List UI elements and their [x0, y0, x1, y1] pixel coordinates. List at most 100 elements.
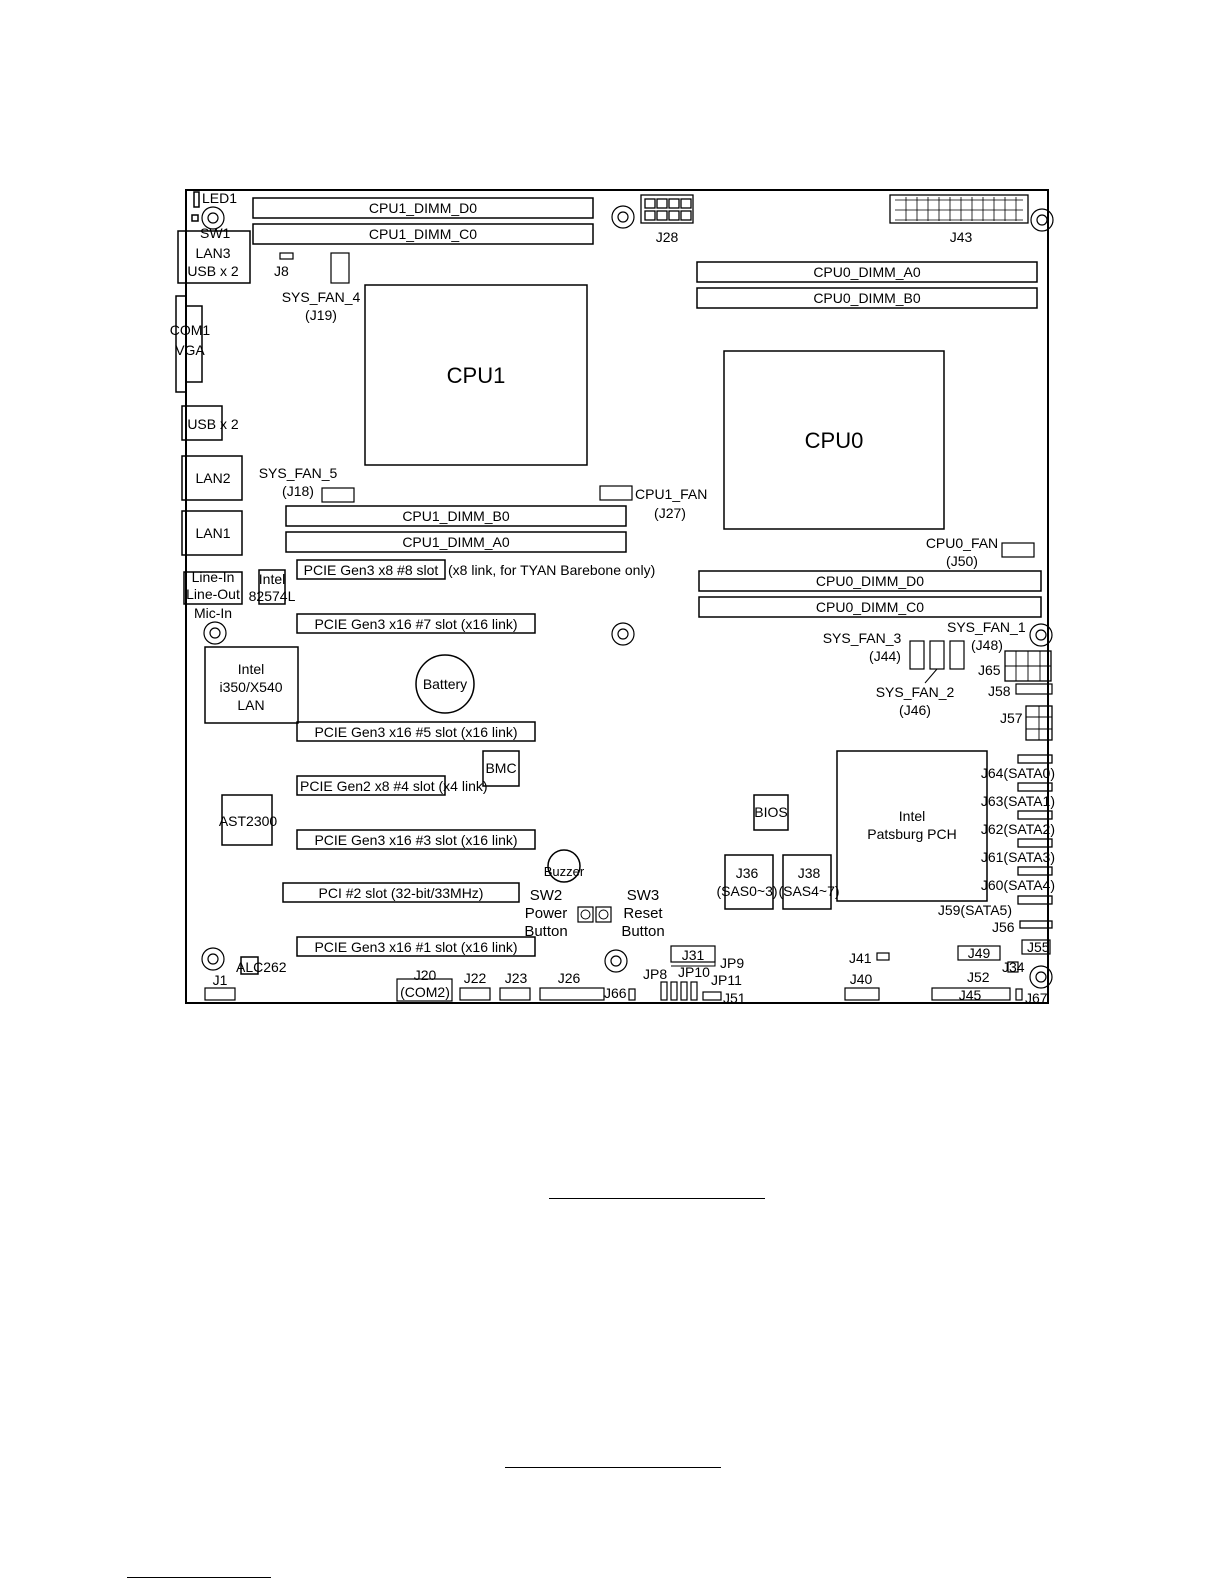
sys-fan-5-header [321, 487, 355, 503]
j1-label: J1 [213, 972, 228, 988]
j55-header [1021, 939, 1051, 955]
cpu0-fan-header [1001, 542, 1035, 558]
pcie-slot-8-box [296, 559, 446, 580]
sata0-label: J64(SATA0) [981, 765, 1055, 781]
bmc-label: BMC [485, 760, 516, 776]
sw1-label: SW1 [200, 225, 231, 241]
cpu1-fan-header [599, 485, 633, 501]
j1-header [204, 987, 236, 1001]
ast2300-label: AST2300 [219, 813, 278, 829]
sata2-label: J62(SATA2) [981, 821, 1055, 837]
j65-power-connector [1004, 650, 1052, 682]
cpu0-socket [723, 350, 945, 530]
j52-label: J52 [967, 969, 990, 985]
sys-fan-4-label: SYS_FAN_4 [282, 289, 361, 305]
pcie-slot-5-box [296, 721, 536, 742]
underline-rule-1 [549, 1198, 765, 1199]
pch-label-2: Patsburg PCH [867, 826, 956, 842]
j36-sas-label: (SAS0~3) [716, 883, 777, 899]
j51-label: J51 [723, 990, 746, 1006]
j43-label: J43 [950, 229, 973, 245]
intel-82574l-label-1: Intel [259, 571, 285, 587]
alc262-label: ALC262 [236, 959, 287, 975]
j31-header [670, 945, 716, 963]
cpu0-dimm-c0-label: CPU0_DIMM_C0 [816, 599, 924, 615]
lan1-port [181, 510, 243, 556]
audio-jacks [183, 571, 243, 605]
sys-fan-3-header [909, 640, 925, 670]
jp8-label: JP8 [643, 966, 667, 982]
j20-com2-label: (COM2) [400, 984, 450, 1000]
battery [415, 654, 475, 714]
cpu1-dimm-c0-label: CPU1_DIMM_C0 [369, 226, 477, 242]
lan3-label: LAN3 [195, 245, 230, 261]
jp8-jumper [660, 981, 668, 1001]
cpu1-fan-label: CPU1_FAN [635, 486, 707, 502]
led1-label: LED1 [202, 190, 237, 206]
pch-chip [836, 750, 988, 902]
pci-slot-2-box [282, 882, 520, 903]
jp11-label: JP11 [711, 972, 742, 988]
line-out-label: Line-Out [186, 586, 240, 602]
pcie-slot-7-box [296, 613, 536, 634]
cpu0-fan-id: (J50) [946, 553, 978, 569]
j56-label: J56 [992, 919, 1015, 935]
mic-in-label: Mic-In [194, 605, 232, 621]
j20-header [396, 978, 453, 1002]
lan3-usb-port [177, 230, 251, 284]
sw2-button-label: Button [524, 923, 567, 940]
sys-fan-2-header [929, 640, 945, 670]
j31-label: J31 [682, 947, 705, 963]
j38-sas-connector [782, 854, 832, 910]
sys-fan-3-id: (J44) [869, 648, 901, 664]
j49-header [957, 945, 1001, 961]
buzzer-label: Buzzer [544, 864, 585, 879]
pcie-slot-8-label: PCIE Gen3 x8 #8 slot [304, 562, 439, 578]
j41-label: J41 [849, 950, 872, 966]
sw2-power-label: Power [525, 905, 568, 922]
pcie-slot-8-note: (x8 link, for TYAN Barebone only) [448, 562, 655, 578]
buzzer [547, 849, 581, 883]
bios-label: BIOS [754, 804, 787, 820]
underline-rule-3 [127, 1577, 271, 1578]
jp10-label: JP10 [678, 964, 710, 980]
sw3-button-label: Button [621, 923, 664, 940]
intel-lan-chip [204, 646, 299, 724]
led1-indicator-2 [191, 214, 199, 222]
intel-lan-label-1: Intel [238, 661, 264, 677]
j66-header [628, 988, 636, 1001]
j38-label: J38 [798, 865, 821, 881]
j52-header [1015, 988, 1023, 1001]
cpu1-dimm-b0-slot [285, 505, 627, 527]
j26-header [539, 987, 605, 1001]
jp10-jumper-b [680, 981, 688, 1001]
jp10-jumper-a [670, 981, 678, 1001]
sys-fan-3-label: SYS_FAN_3 [823, 630, 902, 646]
pcie-slot-5-label: PCIE Gen3 x16 #5 slot (x16 link) [314, 724, 517, 740]
intel-82574l-label-2: 82574L [249, 588, 296, 604]
j34-label: J34 [1002, 959, 1025, 975]
cpu0-dimm-c0-slot [698, 596, 1042, 618]
pcie-slot-3-label: PCIE Gen3 x16 #3 slot (x16 link) [314, 832, 517, 848]
sw3-reset-button [595, 906, 612, 923]
jp11-jumper [690, 981, 698, 1001]
sw2-label: SW2 [530, 887, 563, 904]
lan3-usb-label: USB x 2 [187, 263, 239, 279]
j51-header [702, 991, 722, 1001]
j34-header [1007, 961, 1019, 973]
j43-atx-power-connector [889, 194, 1029, 224]
sw3-label: SW3 [627, 887, 660, 904]
cpu1-dimm-c0-slot [252, 223, 594, 245]
cpu1-dimm-d0-label: CPU1_DIMM_D0 [369, 200, 477, 216]
com1-vga-port [175, 295, 203, 393]
cpu0-fan-label: CPU0_FAN [926, 535, 998, 551]
sata3-label: J61(SATA3) [981, 849, 1055, 865]
cpu0-dimm-b0-slot [696, 287, 1038, 309]
cpu0-dimm-b0-label: CPU0_DIMM_B0 [813, 290, 921, 306]
j41-header [876, 952, 890, 961]
cpu1-dimm-a0-label: CPU1_DIMM_A0 [402, 534, 510, 550]
j40-header [844, 987, 880, 1001]
j58-header [1015, 683, 1053, 695]
line-in-label: Line-In [192, 569, 235, 585]
lan1-label: LAN1 [195, 525, 230, 541]
